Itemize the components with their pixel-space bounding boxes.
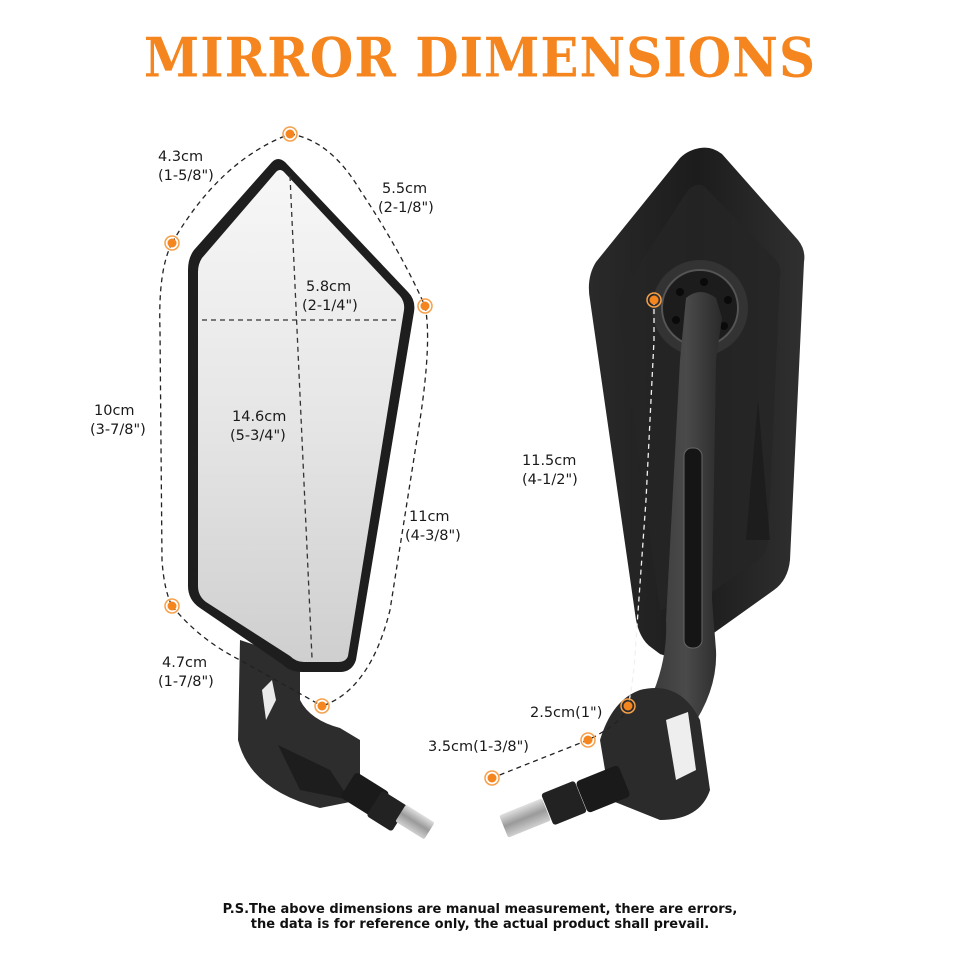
footnote-line-1: P.S.The above dimensions are manual meas…	[222, 902, 738, 917]
label-cm: 11cm	[409, 509, 450, 525]
label-height: 14.6cm (5-3/4")	[230, 408, 286, 446]
label-inch: (2-1/4")	[302, 298, 358, 314]
label-inch: (1-5/8")	[158, 168, 214, 184]
label-cm: 10cm	[94, 403, 135, 419]
measure-point	[580, 732, 596, 748]
measure-point	[417, 298, 433, 314]
measure-point	[314, 698, 330, 714]
label-text: 2.5cm(1")	[530, 705, 603, 721]
back-mirror	[484, 147, 805, 838]
label-arm-length: 11.5cm (4-1/2")	[522, 452, 578, 490]
measure-point	[282, 126, 298, 142]
measure-point	[620, 698, 636, 714]
page-title: MIRROR DIMENSIONS	[143, 25, 817, 90]
measure-point	[646, 292, 662, 308]
label-cm: 5.5cm	[382, 181, 428, 197]
measure-point	[164, 598, 180, 614]
measure-point	[164, 235, 180, 251]
label-bottom-edge: 4.7cm (1-7/8")	[158, 654, 214, 692]
label-inch: (4-1/2")	[522, 472, 578, 488]
measure-point	[484, 770, 500, 786]
label-width: 5.8cm (2-1/4")	[302, 278, 358, 316]
label-text: 3.5cm(1-3/8")	[428, 739, 529, 755]
label-top-left-edge: 4.3cm (1-5/8")	[158, 148, 214, 186]
label-cm: 14.6cm	[232, 409, 287, 425]
footnote-line-2: the data is for reference only, the actu…	[250, 917, 710, 932]
label-cm: 4.3cm	[158, 149, 204, 165]
label-inch: (3-7/8")	[90, 422, 146, 438]
footnote: P.S.The above dimensions are manual meas…	[0, 902, 960, 932]
label-inch: (2-1/8")	[378, 200, 434, 216]
label-inch: (5-3/4")	[230, 428, 286, 444]
label-cm: 11.5cm	[522, 453, 577, 469]
label-left-side: 10cm (3-7/8")	[90, 402, 146, 440]
label-top-right-edge: 5.5cm (2-1/8")	[378, 180, 434, 218]
label-bend: 2.5cm(1")	[530, 704, 602, 723]
label-cm: 5.8cm	[306, 279, 352, 295]
label-mount: 3.5cm(1-3/8")	[428, 738, 529, 757]
label-inch: (1-7/8")	[158, 674, 214, 690]
label-inch: (4-3/8")	[405, 528, 461, 544]
label-right-side: 11cm (4-3/8")	[405, 508, 461, 546]
label-cm: 4.7cm	[162, 655, 208, 671]
front-mirror	[159, 126, 434, 839]
